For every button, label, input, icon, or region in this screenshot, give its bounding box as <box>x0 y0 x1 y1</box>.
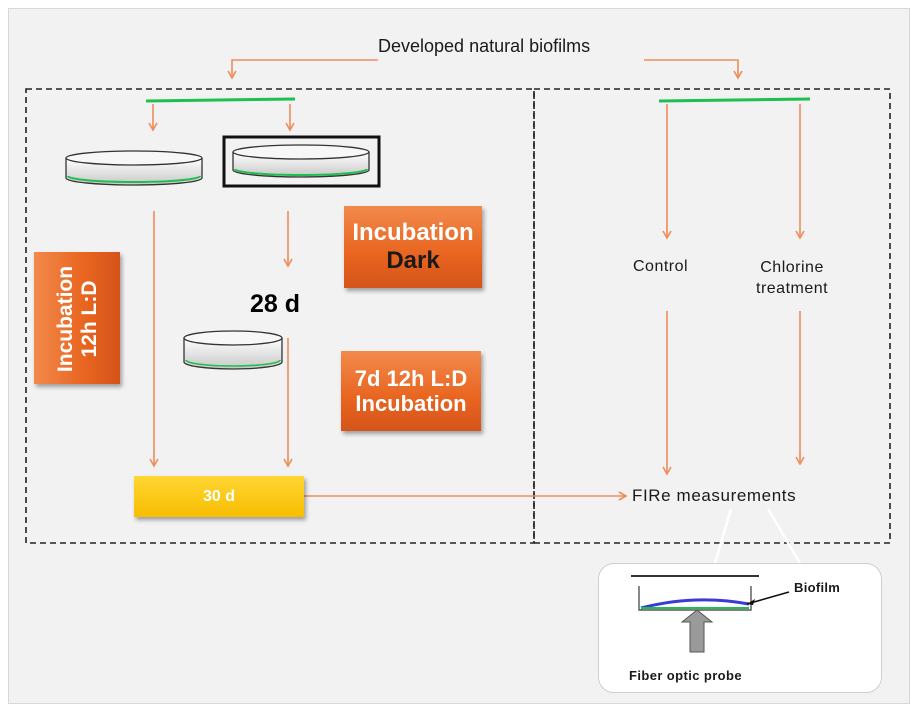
top-right-arrow <box>644 59 743 80</box>
right-green-line <box>658 97 811 103</box>
control-label: Control <box>633 258 689 275</box>
diagram-title: Developed natural biofilms <box>378 36 591 56</box>
incubation-12h-line2: 12h L:D <box>78 280 102 358</box>
incubation-dark-box: Incubation Dark <box>344 206 482 288</box>
incubation-7d-box: 7d 12h L:D Incubation <box>341 351 481 431</box>
incubation-dark-line2: Dark <box>386 247 440 274</box>
incubation-7d-line1: 7d 12h L:D <box>354 365 468 391</box>
probe-inset: Biofilm Fiber optic probe <box>598 563 882 693</box>
duration-28d: 28 d <box>250 290 301 318</box>
incubation-12h-text: Incubation 12h L:D <box>54 253 102 385</box>
fire-measurements-label: FIRe measurements <box>632 486 797 505</box>
dark-incubation-frame <box>222 135 381 188</box>
incubation-dark-line1: Incubation <box>352 219 474 247</box>
chlorine-line1: Chlorine <box>760 259 824 276</box>
petri-dish-3 <box>183 330 283 370</box>
probe-inset-drawing <box>631 575 790 653</box>
left-green-line <box>145 97 296 103</box>
incubation-12h-line1: Incubation <box>54 265 77 373</box>
duration-30d-box: 30 d <box>134 476 304 517</box>
incubation-7d-line2: Incubation <box>355 391 467 416</box>
right-dashed-frame <box>533 88 891 544</box>
incubation-12h-box <box>34 252 120 384</box>
chlorine-label: Chlorine treatment <box>756 258 828 300</box>
petri-dish-1 <box>65 150 203 186</box>
fiber-probe-label: Fiber optic probe <box>629 668 742 683</box>
inset-callout-lines <box>713 508 802 564</box>
chlorine-line2: treatment <box>756 279 829 297</box>
petri-dish-2 <box>232 144 370 178</box>
biofilm-label: Biofilm <box>794 580 841 595</box>
top-left-arrow <box>227 59 378 80</box>
